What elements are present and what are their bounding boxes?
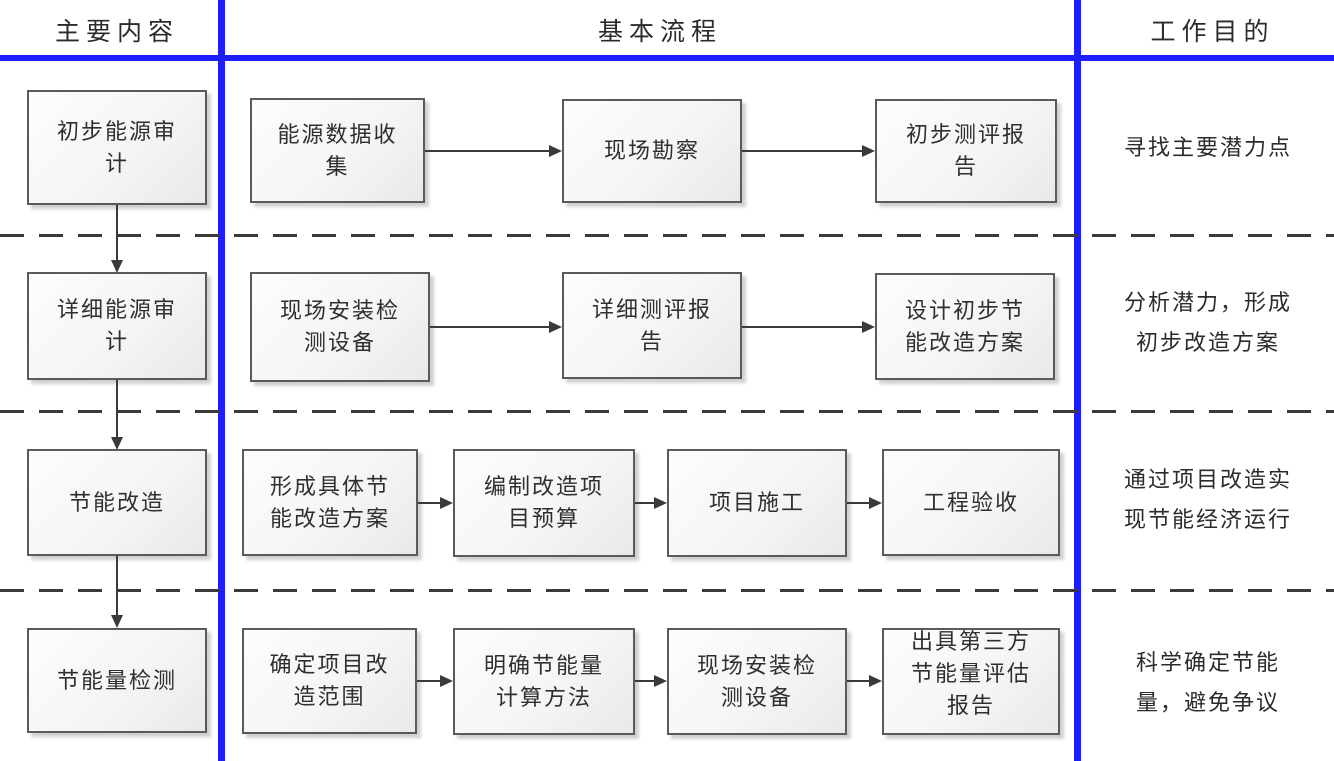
step-box-form-specific-retrofit-plan: 形成具体节 能改造方案: [242, 449, 418, 556]
left-column-divider-line: [218, 0, 225, 761]
step-box-label: 形成具体节 能改造方案: [269, 473, 390, 531]
flow-arrow: [847, 675, 882, 687]
main-box-label: 详细能源审 计: [56, 297, 177, 354]
step-box-label: 能源数据收 集: [277, 121, 398, 179]
flow-arrow: [418, 497, 453, 509]
step-box-label: 确定项目改 造范围: [269, 652, 390, 709]
column-header-basic-process: 基本流程: [597, 19, 722, 46]
purpose-avoid-disputes: 科学确定节能 量，避免争议: [1135, 650, 1280, 715]
step-box-label: 现场勘察: [603, 138, 700, 163]
step-box-label: 设计初步节 能改造方案: [904, 297, 1025, 355]
purpose-economic-operation: 通过项目改造实 现节能经济运行: [1123, 467, 1292, 532]
step-box-design-preliminary-retrofit-plan: 设计初步节 能改造方案: [875, 273, 1055, 380]
row-separator-2: [0, 410, 1334, 413]
step-box-third-party-assessment-report: 出具第三方 节能量评估 报告: [882, 628, 1060, 735]
flow-arrow: [430, 321, 562, 333]
step-box-prepare-project-budget: 编制改造项 目预算: [453, 449, 635, 557]
flow-arrow: [417, 675, 453, 687]
flow-arrow: [635, 675, 667, 687]
step-box-clarify-calculation-method: 明确节能量 计算方法: [453, 628, 635, 735]
main-flow-arrow-down: [111, 205, 123, 273]
step-box-label: 项目施工: [708, 490, 805, 515]
step-box-label: 现场安装检 测设备: [696, 652, 817, 710]
purpose-find-potential: 寻找主要潜力点: [1123, 135, 1292, 160]
step-box-install-monitoring-equipment: 现场安装检 测设备: [250, 272, 430, 382]
flow-arrow: [847, 497, 882, 509]
main-box-label: 节能改造: [68, 489, 165, 515]
main-box-label: 节能量检测: [56, 667, 177, 693]
step-box-label: 工程验收: [922, 489, 1019, 515]
main-flow-arrow-down: [111, 556, 123, 628]
step-box-label: 现场安装检 测设备: [279, 298, 400, 355]
step-box-energy-data-collection: 能源数据收 集: [250, 98, 425, 203]
column-header-work-purpose: 工作目的: [1150, 19, 1275, 46]
step-box-project-acceptance: 工程验收: [882, 449, 1060, 556]
step-box-label: 出具第三方 节能量评估 报告: [910, 628, 1031, 718]
flow-arrow: [635, 497, 667, 509]
flow-arrow: [742, 321, 875, 333]
step-box-detailed-evaluation-report: 详细测评报 告: [562, 272, 742, 379]
step-box-project-construction: 项目施工: [667, 449, 847, 557]
row-separator-3: [0, 589, 1334, 592]
step-box-preliminary-evaluation-report: 初步测评报 告: [875, 99, 1057, 203]
flow-arrow: [742, 145, 875, 157]
step-box-label: 明确节能量 计算方法: [483, 652, 604, 710]
purpose-analyze-potential: 分析潜力，形成 初步改造方案: [1123, 290, 1292, 355]
main-box-preliminary-energy-audit: 初步能源审 计: [27, 90, 207, 205]
right-column-divider-line: [1074, 0, 1081, 761]
step-box-site-survey: 现场勘察: [562, 99, 742, 203]
step-box-install-monitoring-equipment-2: 现场安装检 测设备: [667, 628, 847, 735]
main-box-label: 初步能源审 计: [56, 118, 177, 176]
step-box-label: 详细测评报 告: [591, 296, 712, 354]
header-divider-line: [0, 55, 1334, 61]
step-box-label: 编制改造项 目预算: [483, 474, 604, 531]
step-box-determine-retrofit-scope: 确定项目改 造范围: [242, 628, 417, 734]
row-separator-1: [0, 234, 1334, 237]
main-box-energy-savings-measurement: 节能量检测: [27, 628, 207, 733]
main-box-energy-saving-retrofit: 节能改造: [27, 449, 207, 556]
main-flow-arrow-down: [111, 380, 123, 450]
column-header-main-content: 主要内容: [54, 19, 179, 46]
main-box-detailed-energy-audit: 详细能源审 计: [27, 272, 207, 380]
flow-arrow: [425, 145, 562, 157]
step-box-label: 初步测评报 告: [905, 122, 1026, 179]
